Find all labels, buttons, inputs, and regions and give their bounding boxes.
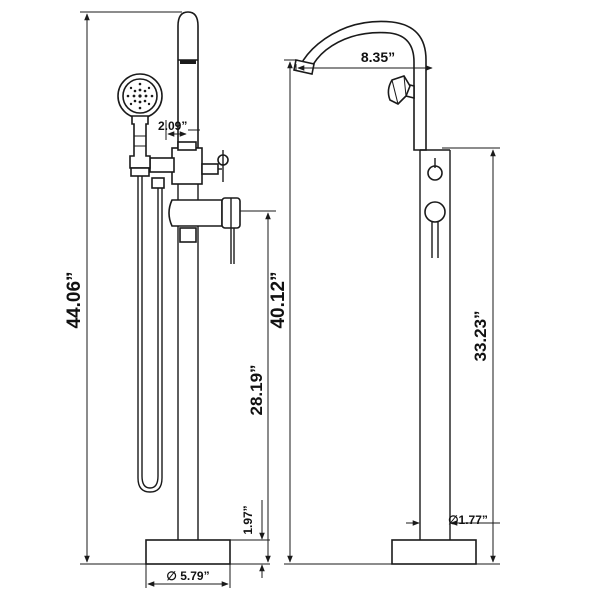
dim-base-height: 1.97” [230, 500, 270, 578]
hand-shower-grip [129, 115, 151, 169]
base-plate [145, 539, 231, 565]
spout-reach-label: 8.35” [361, 49, 395, 65]
hose-nut [151, 177, 165, 189]
diverter-body [171, 147, 203, 185]
total-height-label: 44.06” [64, 271, 85, 328]
front-base-plate [391, 539, 477, 565]
valve-body [168, 199, 223, 227]
shower-head-nozzles [126, 82, 154, 110]
front-view [293, 20, 477, 565]
dim-handle-height: 33.23” [442, 147, 500, 565]
dim-total-height: 44.06” [64, 11, 182, 565]
hose-inner [141, 176, 159, 489]
dim-valve-height: 28.19” [240, 210, 276, 563]
shower-holder-line-2 [403, 75, 407, 97]
front-diverter-knob[interactable] [427, 165, 443, 181]
diverter-stub [201, 163, 219, 175]
hose-connector [149, 157, 175, 173]
grip-end [130, 167, 150, 177]
dim-pipe-diameter: ∅1.77” [406, 513, 500, 527]
valve-offset-label: 2.09” [158, 119, 187, 133]
riser-band-dark [180, 60, 196, 64]
base-diameter-label: ∅ 5.79” [166, 569, 209, 583]
dim-spout-reach: 8.35” [295, 49, 433, 71]
front-valve-knob[interactable] [424, 201, 446, 223]
side-view [117, 11, 241, 565]
riser-top [177, 11, 199, 149]
base-height-label: 1.97” [241, 505, 255, 534]
dim-base-diameter: ∅ 5.79” [145, 564, 231, 588]
handle-height-label: 33.23” [471, 310, 490, 361]
pipe-diameter-label: ∅1.77” [448, 513, 488, 527]
riser-collar [179, 227, 197, 243]
diverter-cap [177, 141, 197, 151]
valve-height-label: 28.19” [247, 364, 266, 415]
hose-outer [137, 176, 163, 493]
shower-holder-line [391, 79, 399, 105]
spout-height-label: 40.12” [268, 271, 289, 328]
dim-valve-offset: 2.09” [158, 119, 200, 140]
dim-spout-height: 40.12” [268, 59, 392, 565]
